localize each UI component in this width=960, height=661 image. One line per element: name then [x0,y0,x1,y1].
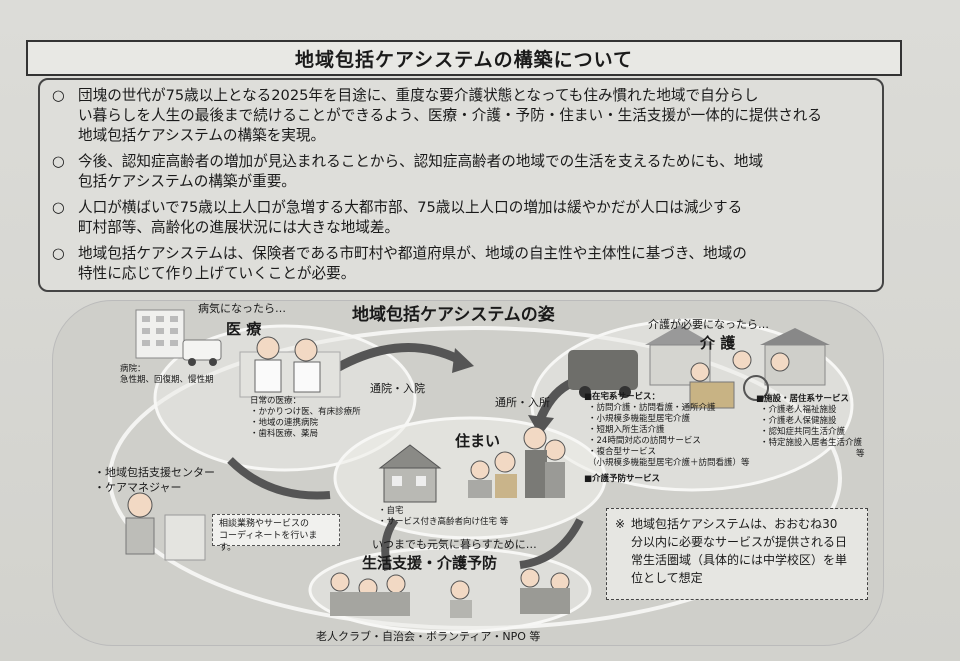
note-line: 分以内に必要なサービスが提供される日 [631,535,848,549]
hospital-types: 急性期、回復期、慢性期 [120,375,214,385]
page-title-text: 地域包括ケアシステムの構築について [294,48,634,71]
care-van-icon [568,350,638,398]
bullet-item: ○ 今後、認知症高齢者の増加が見込まれることから、認知症高齢者の地域での生活を支… [52,152,868,192]
home-service-item: （小規模多機能型居宅介護＋訪問看護）等 [588,458,750,468]
home-service-item: ・小規模多機能型居宅介護 [588,414,691,424]
housing-heading: 住まい [455,432,501,450]
facility-heading: ■施設・居住系サービス [756,394,850,404]
daily-care-label: 日常の医療： [250,396,302,406]
bullet-line: 人口が横ばいで75歳以上人口が急増する大都市部、75歳以上人口の増加は緩やかだが… [78,199,743,216]
care-manager-icon [125,492,206,561]
note-box: ※ 地域包括ケアシステムは、おおむね30 分以内に必要なサービスが提供される日 常… [606,508,868,600]
prevention-service: ■介護予防サービス [584,474,661,484]
home-service-item: ・24時間対応の訪問サービス [588,436,701,446]
support-center-item: ・ケアマネジャー [94,481,182,494]
medical-heading: 医 療 [226,320,262,338]
facility-item: ・認知症共同生活介護 [760,427,846,437]
home-services-heading: ■在宅系サービス： [584,392,661,402]
bullet-item: ○ 地域包括ケアシステムは、保険者である市町村や都道府県が、地域の自主性や主体性… [52,244,868,284]
daily-care-item: ・かかりつけ医、有床診療所 [250,407,361,417]
facility-item: ・介護老人福祉施設 [760,405,837,415]
note-line: 常生活圏域（具体的には中学校区）を単 [631,553,848,567]
home-service-item: ・訪問介護・訪問看護・通所介護 [588,403,716,413]
caregivers-icon [689,350,790,409]
note-line: 地域包括ケアシステムは、おおむね30 [631,517,838,531]
bullet-line: 包括ケアシステムの構築が重要。 [78,173,296,190]
bullet-mark: ○ [52,199,65,216]
bullet-item: ○ 人口が横ばいで75歳以上人口が急増する大都市部、75歳以上人口の増加は緩やか… [52,198,868,238]
housing-item: ・自宅 [378,506,404,516]
bullet-line: 地域包括ケアシステムの構築を実現。 [78,127,326,144]
facility-item: ・特定施設入居者生活介護 [760,438,863,448]
bullet-mark: ○ [52,87,65,104]
support-center-item: ・地域包括支援センター [94,466,215,479]
community-people-icon [330,568,570,618]
arrow-return-icon [227,457,331,500]
bullet-line: 特性に応じて作り上げていくことが必要。 [78,265,356,282]
arrow-up-icon [381,517,399,572]
facility-suffix: 等 [856,449,865,459]
bullet-line: 町村部等、高齢化の進展状況には大きな地域差。 [78,219,400,236]
community-groups: 老人クラブ・自治会・ボランティア・NPO 等 [316,630,541,643]
daily-care-item: ・歯科医療、薬局 [250,429,319,439]
home-service-item: ・複合型サービス [588,447,657,457]
bullet-item: ○ 団塊の世代が75歳以上となる2025年を目途に、重度な要介護状態となっても住… [52,86,868,146]
housing-item: ・サービス付き高齢者向け住宅 等 [378,517,509,527]
consult-line: 相談業務やサービスの [219,519,310,529]
arrow-head-icon [452,348,474,373]
bullet-line: 団塊の世代が75歳以上となる2025年を目途に、重度な要介護状態となっても住み慣… [78,87,759,104]
bullet-mark: ○ [52,245,65,262]
ambulance-icon [182,339,222,366]
hospital-label: 病院： [120,364,146,374]
arrow-care-label: 通所・入所 [495,396,550,409]
bullet-mark: ○ [52,153,65,170]
facility-item: ・介護老人保健施設 [760,416,837,426]
daily-care-item: ・地域の連携病院 [250,418,319,428]
consult-box: 相談業務やサービスの コーディネートを行います。 [212,514,340,553]
doctors-icon [239,336,341,398]
hospital-building-icon [135,309,185,359]
bullet-line: 地域包括ケアシステムは、保険者である市町村や都道府県が、地域の自主性や主体性に基… [78,245,747,262]
consult-line: コーディネートを行います。 [219,531,318,553]
bullet-line: い暮らしを人生の最後まで続けることができるよう、医療・介護・予防・住まい・生活支… [78,107,822,124]
bullet-line: 今後、認知症高齢者の増加が見込まれることから、認知症高齢者の地域での生活を支える… [78,153,764,170]
note-line: 位として想定 [631,571,703,585]
family-icon [468,426,566,498]
care-caption: 介護が必要になったら… [648,318,769,331]
life-support-heading: 生活支援・介護予防 [362,554,498,572]
care-heading: 介 護 [700,334,736,352]
summary-box: ○ 団塊の世代が75歳以上となる2025年を目途に、重度な要介護状態となっても住… [38,78,884,292]
diagram-title: 地域包括ケアシステムの姿 [352,305,555,325]
house-icon [378,444,442,503]
arrow-return-icon [519,518,584,569]
arrow-head-icon [528,415,554,436]
arrow-hospital-label: 通院・入院 [370,382,425,395]
home-service-item: ・短期入所生活介護 [588,425,665,435]
medical-caption: 病気になったら… [198,302,286,315]
life-support-caption: いつまでも元気に暮らすために… [372,538,537,551]
page-title: 地域包括ケアシステムの構築について [26,40,902,76]
note-mark: ※ [615,517,626,531]
arrow-hospital-icon [325,343,465,377]
